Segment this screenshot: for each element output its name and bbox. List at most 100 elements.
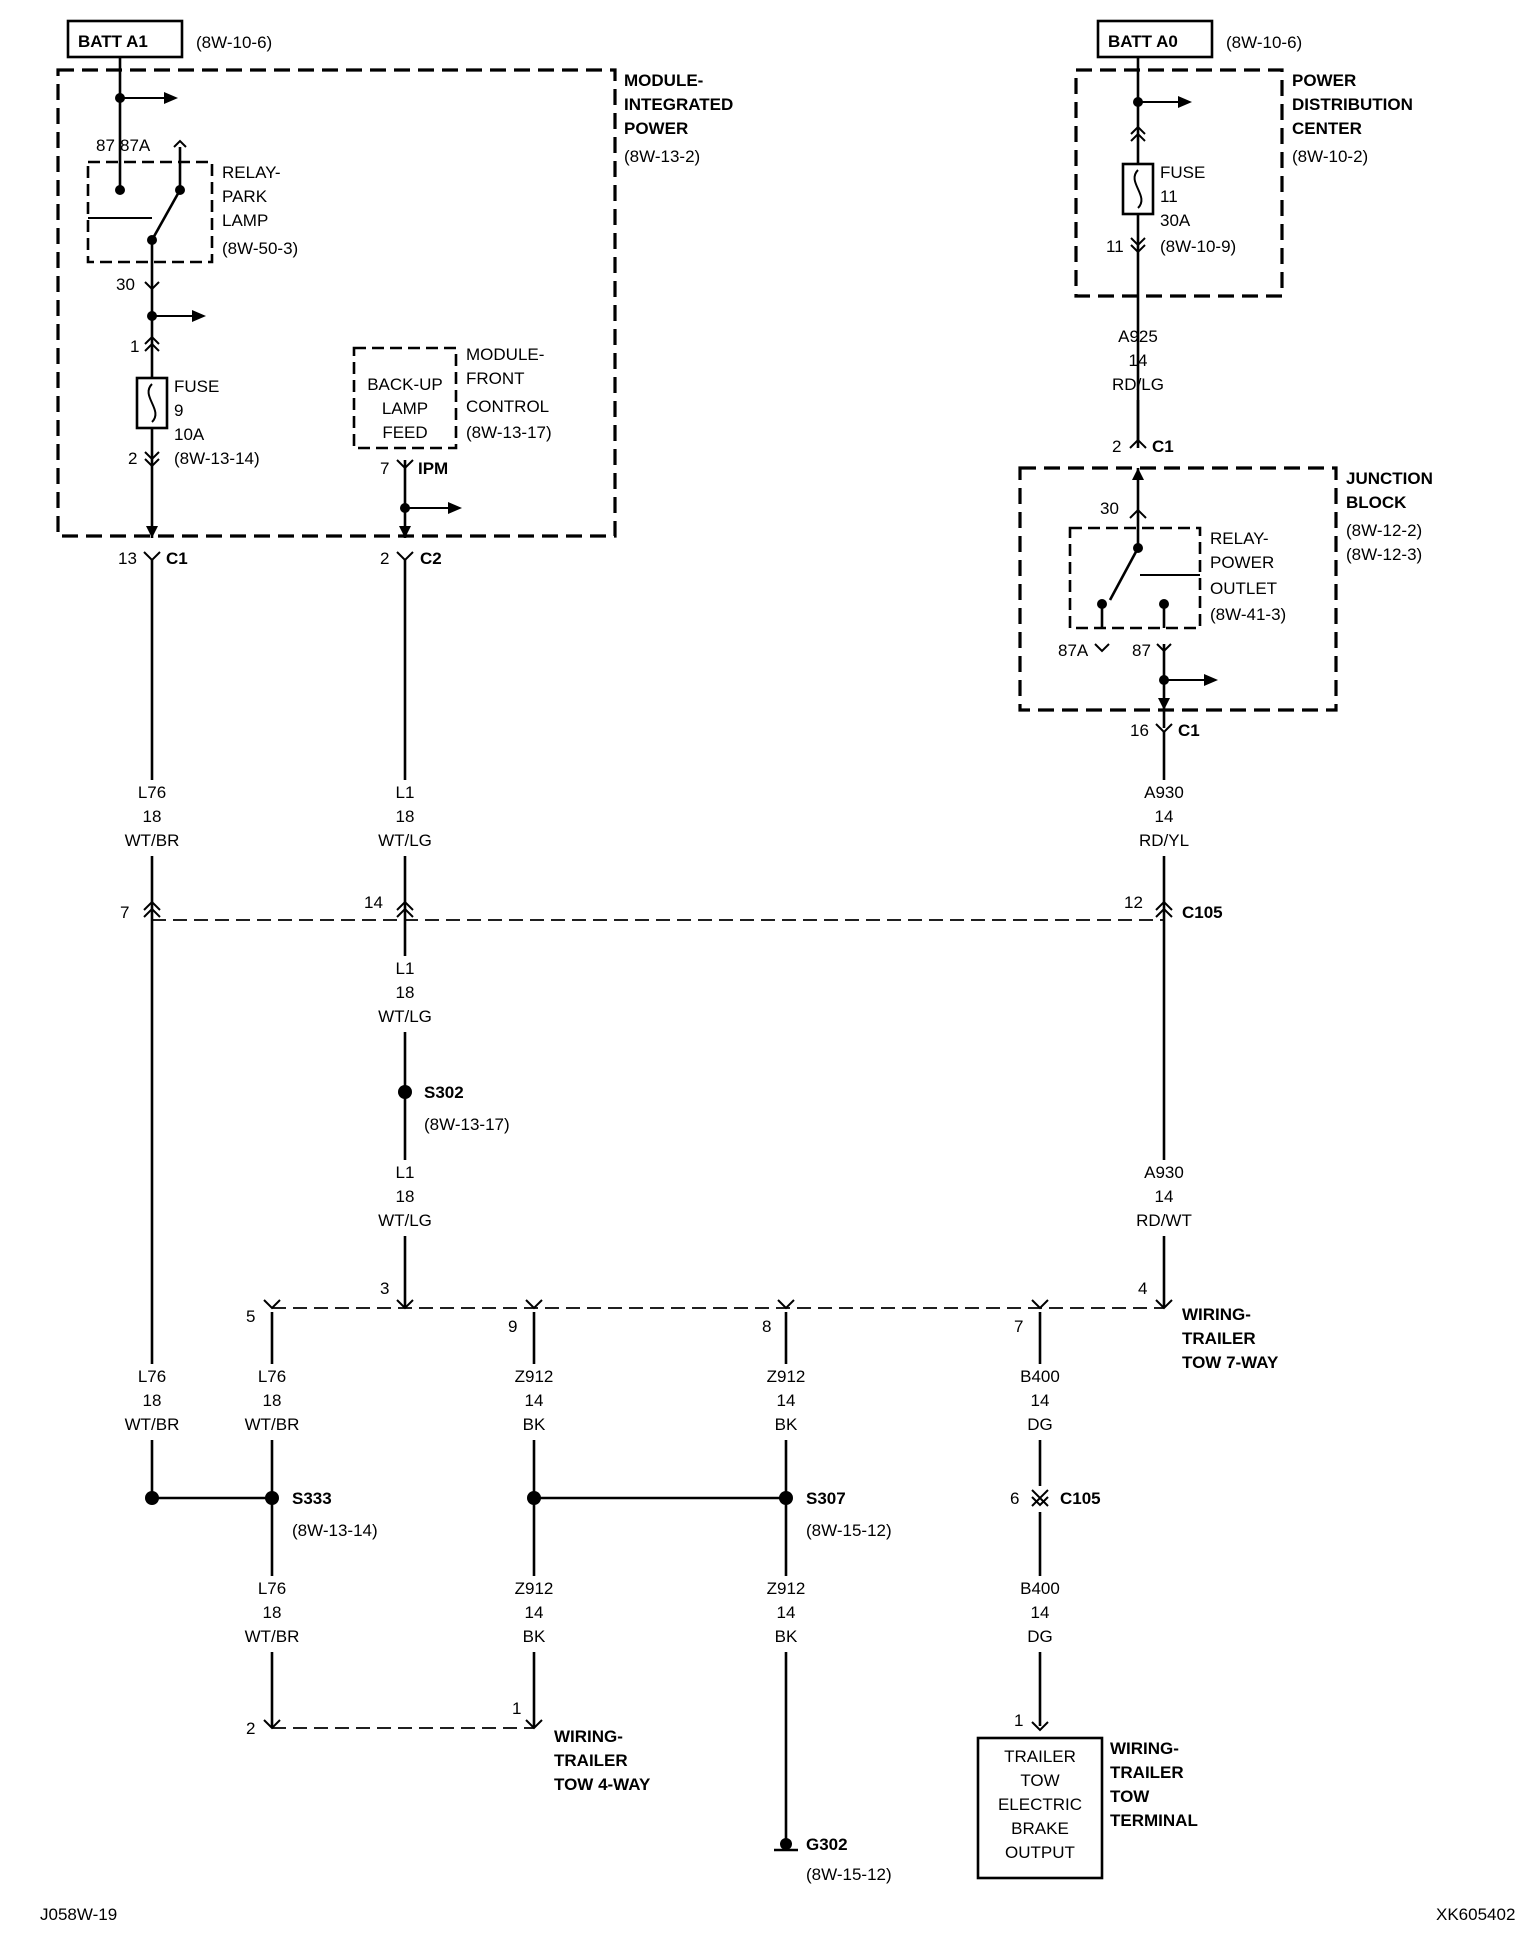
fuse9-rating: 10A — [174, 425, 205, 444]
relay-outlet-pin-87a: 87A — [1058, 641, 1089, 660]
relay-park-lamp: 87 87A RELAY- PARK LAMP (8W-50-3) 30 — [86, 136, 298, 294]
s307-ref: (8W-15-12) — [806, 1521, 892, 1540]
relay-outlet-title-2: POWER — [1210, 553, 1274, 572]
a925-circuit: A925 — [1118, 327, 1158, 346]
wire-z912-a: Z912 14 BK — [502, 1364, 566, 1440]
z912-a-color: BK — [523, 1415, 546, 1434]
terminal-title-3: TOW — [1110, 1787, 1150, 1806]
batt-a0-label: BATT A0 — [1108, 32, 1178, 51]
l76-a-color: WT/BR — [125, 1415, 180, 1434]
relay-power-outlet: RELAY- POWER OUTLET (8W-41-3) — [1068, 526, 1286, 630]
c105-pin-12: 12 — [1124, 893, 1143, 912]
c105-b400-name: C105 — [1060, 1489, 1101, 1508]
splice-s302: S302 (8W-13-17) — [398, 1083, 510, 1134]
tow4-title-1: WIRING- — [554, 1727, 623, 1746]
l76-a-gauge: 18 — [143, 1391, 162, 1410]
fuse9-ref: (8W-13-14) — [174, 449, 260, 468]
tow4-title-2: TRAILER — [554, 1751, 628, 1770]
fuse11-rating: 30A — [1160, 211, 1191, 230]
tow7-title-3: TOW 7-WAY — [1182, 1353, 1279, 1372]
wire-a930-low: A930 14 RD/WT — [1132, 1160, 1196, 1236]
wire-z912-d: Z912 14 BK — [754, 1576, 818, 1652]
l1-low-circuit: L1 — [396, 1163, 415, 1182]
terminal-box-4: BRAKE — [1011, 1819, 1069, 1838]
module-integrated-power: MODULE- INTEGRATED POWER (8W-13-2) — [56, 68, 733, 538]
jb-ref-1: (8W-12-2) — [1346, 521, 1422, 540]
connector-c105: 7 14 12 C105 — [120, 893, 1223, 922]
tow4-title-3: TOW 4-WAY — [554, 1775, 651, 1794]
l76-c-color: WT/BR — [245, 1627, 300, 1646]
l76-c-circuit: L76 — [258, 1579, 286, 1598]
z912-d-color: BK — [775, 1627, 798, 1646]
mfc-title-1: MODULE- — [466, 345, 544, 364]
tow7-pin-4: 4 — [1138, 1279, 1147, 1298]
ipm-name: IPM — [418, 459, 448, 478]
z912-d-circuit: Z912 — [767, 1579, 806, 1598]
a925-gauge: 14 — [1129, 351, 1148, 370]
fuse11-label: FUSE — [1160, 163, 1205, 182]
fuse9-pin-out: 2 — [128, 449, 137, 468]
z912-b-circuit: Z912 — [767, 1367, 806, 1386]
wire-b400-b: B400 14 DG — [1008, 1576, 1072, 1652]
junction-block: JUNCTION BLOCK (8W-12-2) (8W-12-3) — [1018, 466, 1433, 712]
relay-park-ref: (8W-50-3) — [222, 239, 298, 258]
feed-line-2: LAMP — [382, 399, 428, 418]
a930-top-color: RD/YL — [1139, 831, 1189, 850]
a930-low-color: RD/WT — [1136, 1211, 1192, 1230]
l1-low-gauge: 18 — [396, 1187, 415, 1206]
z912-a-gauge: 14 — [525, 1391, 544, 1410]
pdc-ref: (8W-10-2) — [1292, 147, 1368, 166]
tow7-pin-5: 5 — [246, 1307, 255, 1326]
tow7-pin-9: 9 — [508, 1317, 517, 1336]
power-distribution-center: POWER DISTRIBUTION CENTER (8W-10-2) — [1074, 68, 1413, 298]
splice-s307: S307 (8W-15-12) — [527, 1489, 892, 1540]
batt-a1-ref: (8W-10-6) — [196, 33, 272, 52]
l1-mid-gauge: 18 — [396, 983, 415, 1002]
l76-top-gauge: 18 — [143, 807, 162, 826]
trailer-tow-4way: 2 1 WIRING- TRAILER TOW 4-WAY — [246, 1699, 651, 1794]
terminal-title-4: TERMINAL — [1110, 1811, 1198, 1830]
c1-jb-out-name: C1 — [1178, 721, 1200, 740]
l1-mid-circuit: L1 — [396, 959, 415, 978]
s302-name: S302 — [424, 1083, 464, 1102]
fuse11-number: 11 — [1160, 187, 1178, 206]
l1-top-circuit: L1 — [396, 783, 415, 802]
batt-a0-source: BATT A0 (8W-10-6) — [1096, 19, 1302, 59]
relay-outlet-pin-30: 30 — [1100, 499, 1119, 518]
wire-z912-c: Z912 14 BK — [502, 1576, 566, 1652]
s307-name: S307 — [806, 1489, 846, 1508]
wire-l76-c: L76 18 WT/BR — [240, 1576, 304, 1652]
s302-ref: (8W-13-17) — [424, 1115, 510, 1134]
z912-b-color: BK — [775, 1415, 798, 1434]
z912-b-gauge: 14 — [777, 1391, 796, 1410]
c1-left-pin: 13 — [118, 549, 137, 568]
relay-outlet-pin-87: 87 — [1132, 641, 1151, 660]
relay-outlet-ref: (8W-41-3) — [1210, 605, 1286, 624]
connector-c105-b400: 6 C105 — [1010, 1486, 1101, 1512]
l1-mid-color: WT/LG — [378, 1007, 432, 1026]
relay-park-pin-87a: 87A — [120, 136, 151, 155]
fuse9-pin-in: 1 — [130, 337, 139, 356]
c1-jb-in-name: C1 — [1152, 437, 1174, 456]
z912-d-gauge: 14 — [777, 1603, 796, 1622]
wire-l1-mid: L1 18 WT/LG — [373, 956, 437, 1032]
l1-top-color: WT/LG — [378, 831, 432, 850]
z912-c-gauge: 14 — [525, 1603, 544, 1622]
tow7-pin-3: 3 — [380, 1279, 389, 1298]
terminal-box-3: ELECTRIC — [998, 1795, 1082, 1814]
g302-name: G302 — [806, 1835, 848, 1854]
c1-jb-out-pin: 16 — [1130, 721, 1149, 740]
connector-c2: 2 C2 — [380, 549, 442, 568]
pdc-title-1: POWER — [1292, 71, 1356, 90]
feed-line-1: BACK-UP — [367, 375, 443, 394]
l1-top-gauge: 18 — [396, 807, 415, 826]
terminal-box-1: TRAILER — [1004, 1747, 1076, 1766]
wire-b400-a: B400 14 DG — [1008, 1364, 1072, 1440]
footer-right-code: XK605402 — [1436, 1905, 1515, 1924]
c105-b400-pin: 6 — [1010, 1489, 1019, 1508]
pdc-title-2: DISTRIBUTION — [1292, 95, 1413, 114]
fuse9-label: FUSE — [174, 377, 219, 396]
ipm-title-2: INTEGRATED — [624, 95, 733, 114]
fuse11-ref: (8W-10-9) — [1160, 237, 1236, 256]
batt-a1-label: BATT A1 — [78, 32, 148, 51]
